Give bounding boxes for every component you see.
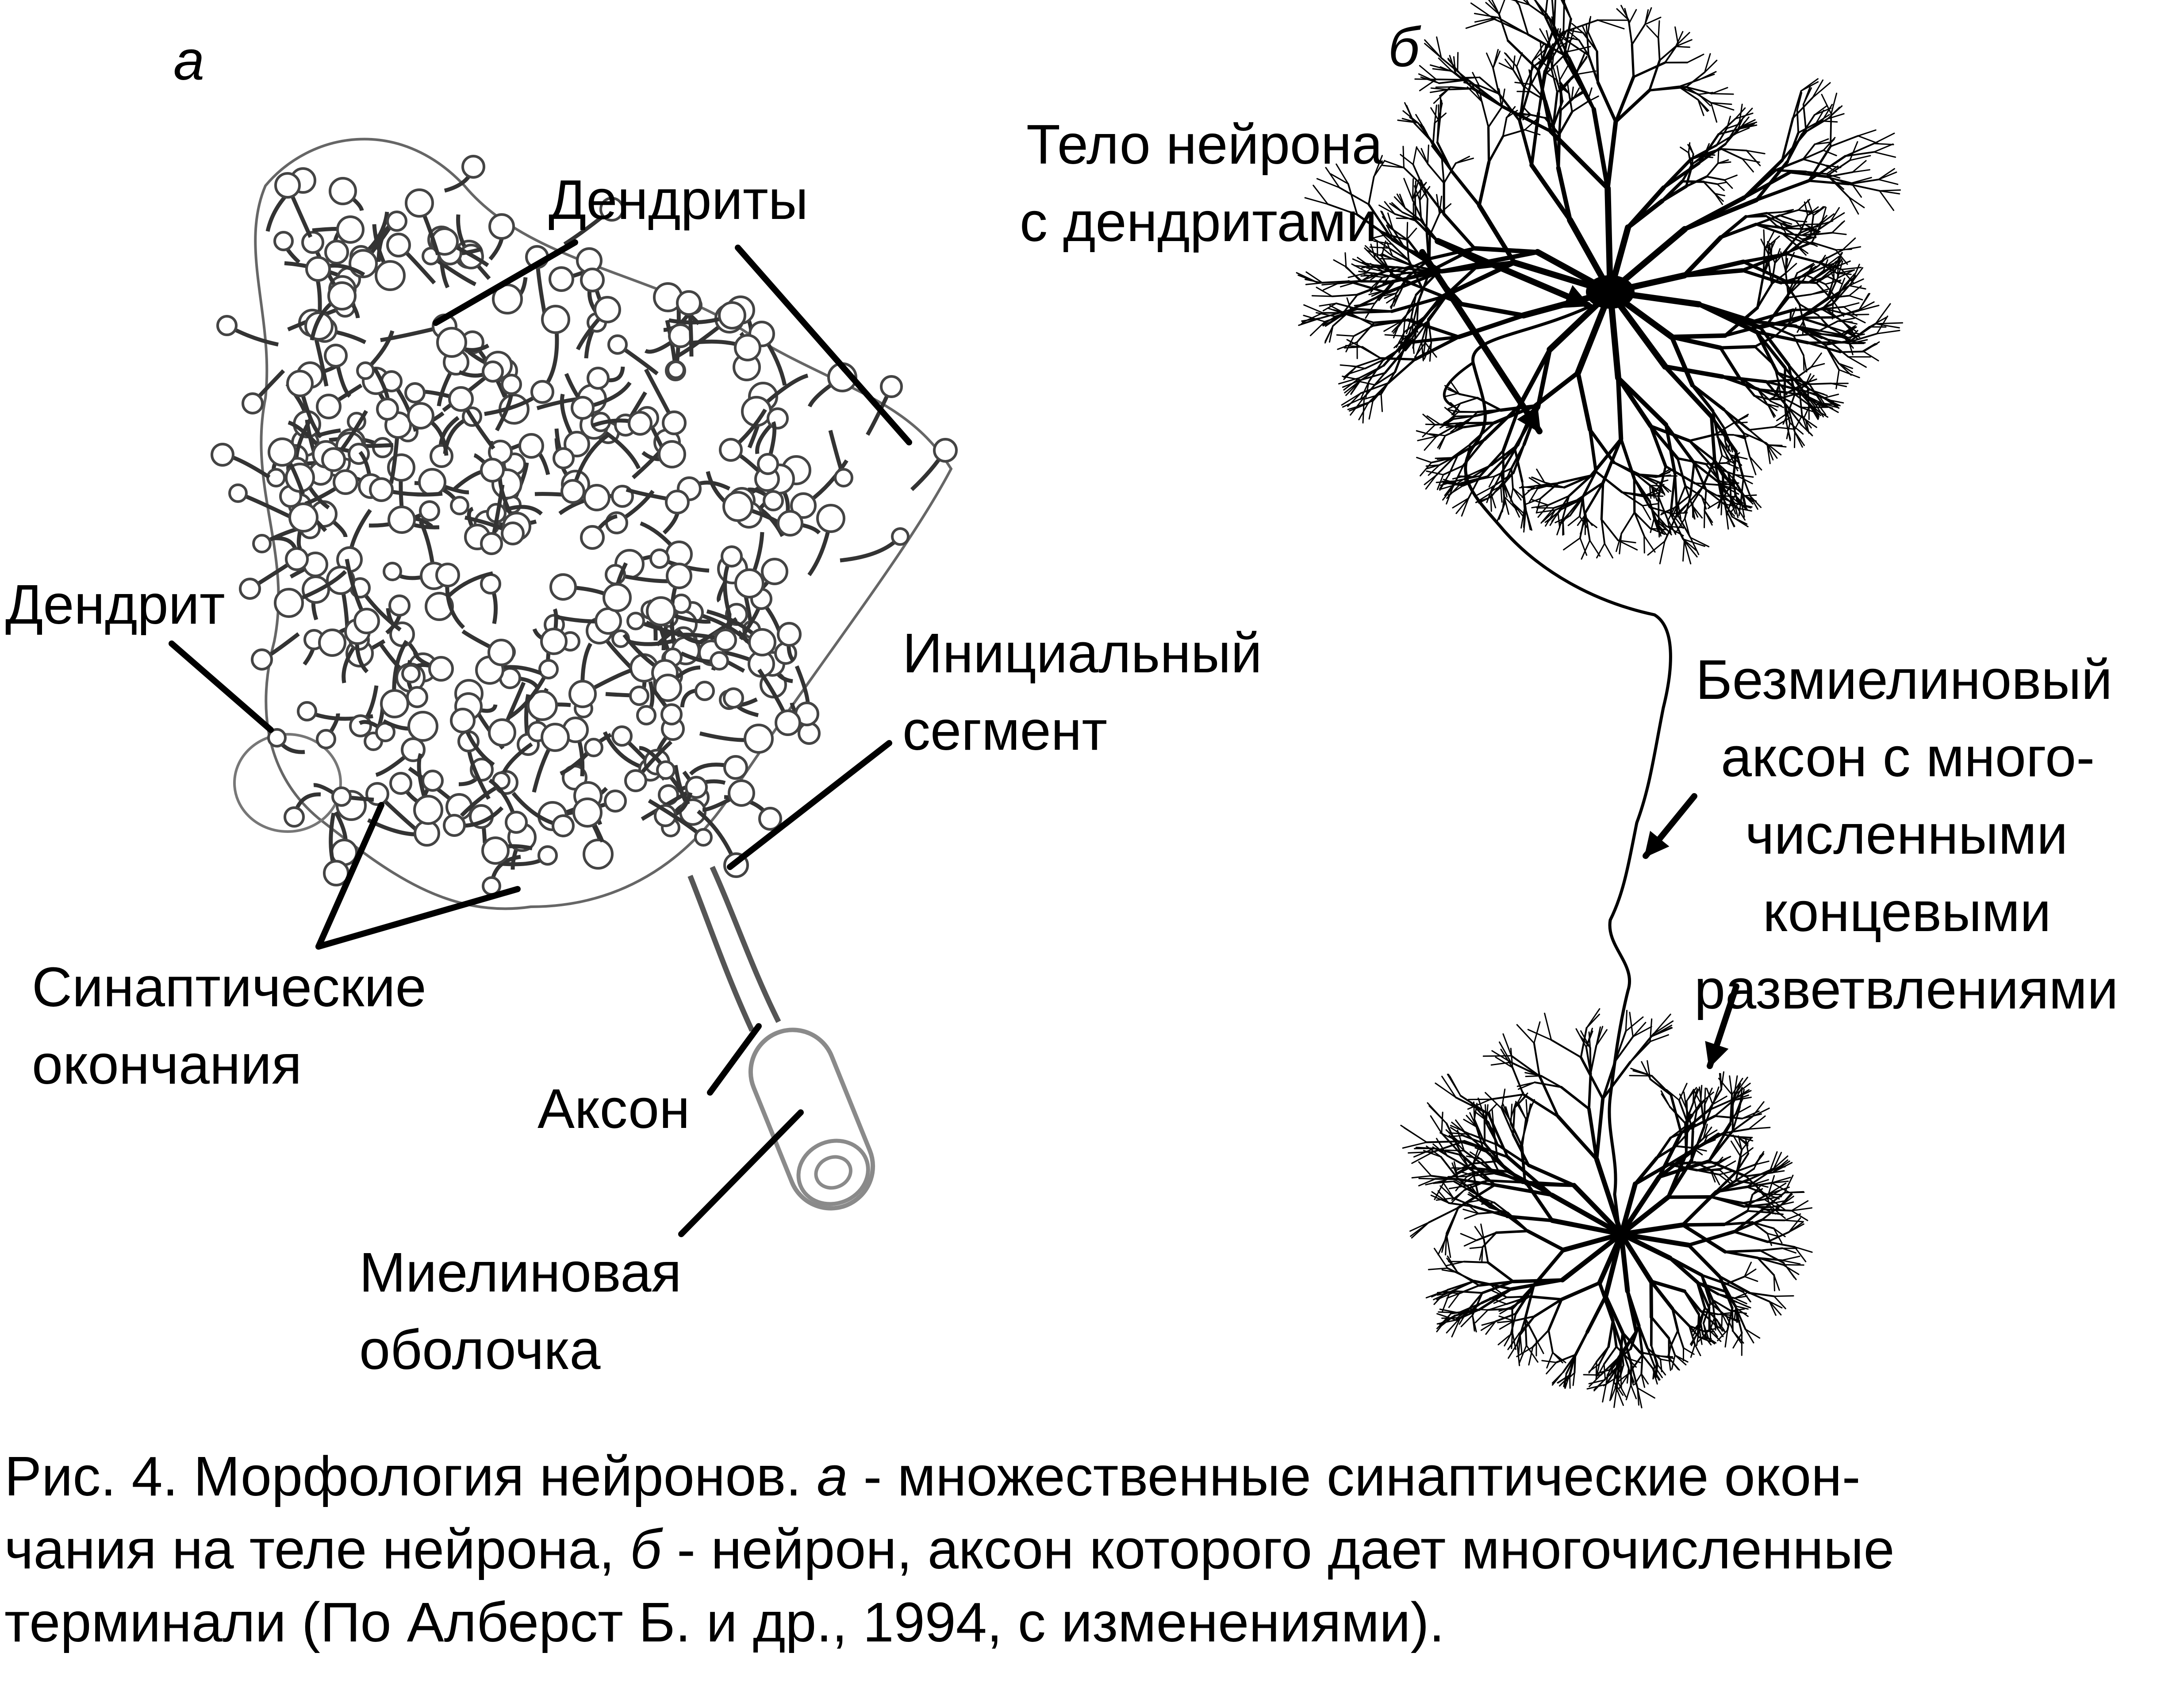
axon-arrow-1 xyxy=(1643,793,1697,859)
initial-segment-pointer xyxy=(727,740,892,870)
label-initial-segment-line2: сегмент xyxy=(902,699,1107,762)
axon-arrow-2 xyxy=(1705,983,1739,1069)
panel-b: б Тело нейрона с дендритами Безмиелиновы… xyxy=(1020,0,2118,1408)
caption-line-3: терминали (По Алберст Б. и др., 1994, с … xyxy=(4,1586,2172,1659)
synaptic-endings-pointer-2 xyxy=(315,886,521,950)
panel-b-terminal-arborization xyxy=(1400,1008,1813,1408)
axon-pointer xyxy=(707,1023,762,1096)
caption-line-2: чания на теле нейрона, б - нейрон, аксон… xyxy=(4,1513,2172,1586)
dendrites-pointer-right xyxy=(735,245,912,445)
figure-caption: Рис. 4. Морфология нейронов. а - множест… xyxy=(4,1440,2172,1659)
dendrites-pointer-left xyxy=(433,239,578,326)
panel-a-neuron-drawing xyxy=(211,138,958,910)
myelin-sheath-drawing xyxy=(748,1028,875,1211)
myelin-sheath-pointer xyxy=(678,1109,804,1237)
panel-b-letter: б xyxy=(1388,16,1421,78)
panel-b-axon xyxy=(1464,303,1672,1230)
neuron-body-arrow-2 xyxy=(1419,249,1543,434)
label-dendrite: Дендрит xyxy=(5,573,225,636)
label-initial-segment-line1: Инициальный xyxy=(902,622,1262,684)
label-myelin-sheath-line1: Миелиновая xyxy=(359,1241,682,1304)
label-neuron-body-line1: Тело нейрона xyxy=(1026,113,1383,176)
dendrite-pointer xyxy=(169,640,274,733)
label-myelin-sheath-line2: оболочка xyxy=(359,1319,601,1381)
label-unmyelinated-axon-line3: численными xyxy=(1745,803,2068,866)
label-unmyelinated-axon-line5: разветвлениями xyxy=(1694,958,2118,1020)
label-unmyelinated-axon-line1: Безмиелиновый xyxy=(1696,648,2112,711)
label-axon: Аксон xyxy=(537,1077,690,1140)
caption-line-1-part-3: - множественные синаптические окон- xyxy=(848,1445,1861,1507)
label-synaptic-endings-line1: Синаптические xyxy=(32,956,426,1018)
label-unmyelinated-axon-line2: аксон с много- xyxy=(1721,726,2095,788)
label-neuron-body-line2: с дендритами xyxy=(1020,191,1378,253)
panel-a-letter: а xyxy=(173,29,204,92)
caption-line-1: Рис. 4. Морфология нейронов. а - множест… xyxy=(4,1440,2172,1513)
caption-line-2-part-1: чания на теле нейрона, xyxy=(4,1518,630,1580)
panel-b-dendritic-tree xyxy=(1296,0,1904,564)
neuron-body-arrow-1 xyxy=(1435,238,1591,308)
label-unmyelinated-axon-line4: концевыми xyxy=(1763,881,2051,943)
label-dendrites: Дендриты xyxy=(549,169,808,231)
panel-a-axon-drawing xyxy=(687,866,875,1211)
panel-a: а Дендриты Дендрит Инициальный сегмент С… xyxy=(5,29,1262,1381)
caption-line-1-part-2: а xyxy=(817,1445,848,1507)
caption-line-1-part-1: Рис. 4. Морфология нейронов. xyxy=(4,1445,817,1507)
panel-b-axon-collateral xyxy=(1443,361,1474,408)
label-synaptic-endings-line2: окончания xyxy=(32,1033,302,1096)
caption-line-2-part-2: б xyxy=(630,1518,662,1580)
panel-b-soma xyxy=(1586,275,1635,309)
caption-line-2-part-3: - нейрон, аксон которого дает многочисле… xyxy=(661,1518,1895,1580)
caption-line-3-part-1: терминали (По Алберст Б. и др., 1994, с … xyxy=(4,1591,1445,1653)
synaptic-endings-pointer-1 xyxy=(315,802,384,950)
